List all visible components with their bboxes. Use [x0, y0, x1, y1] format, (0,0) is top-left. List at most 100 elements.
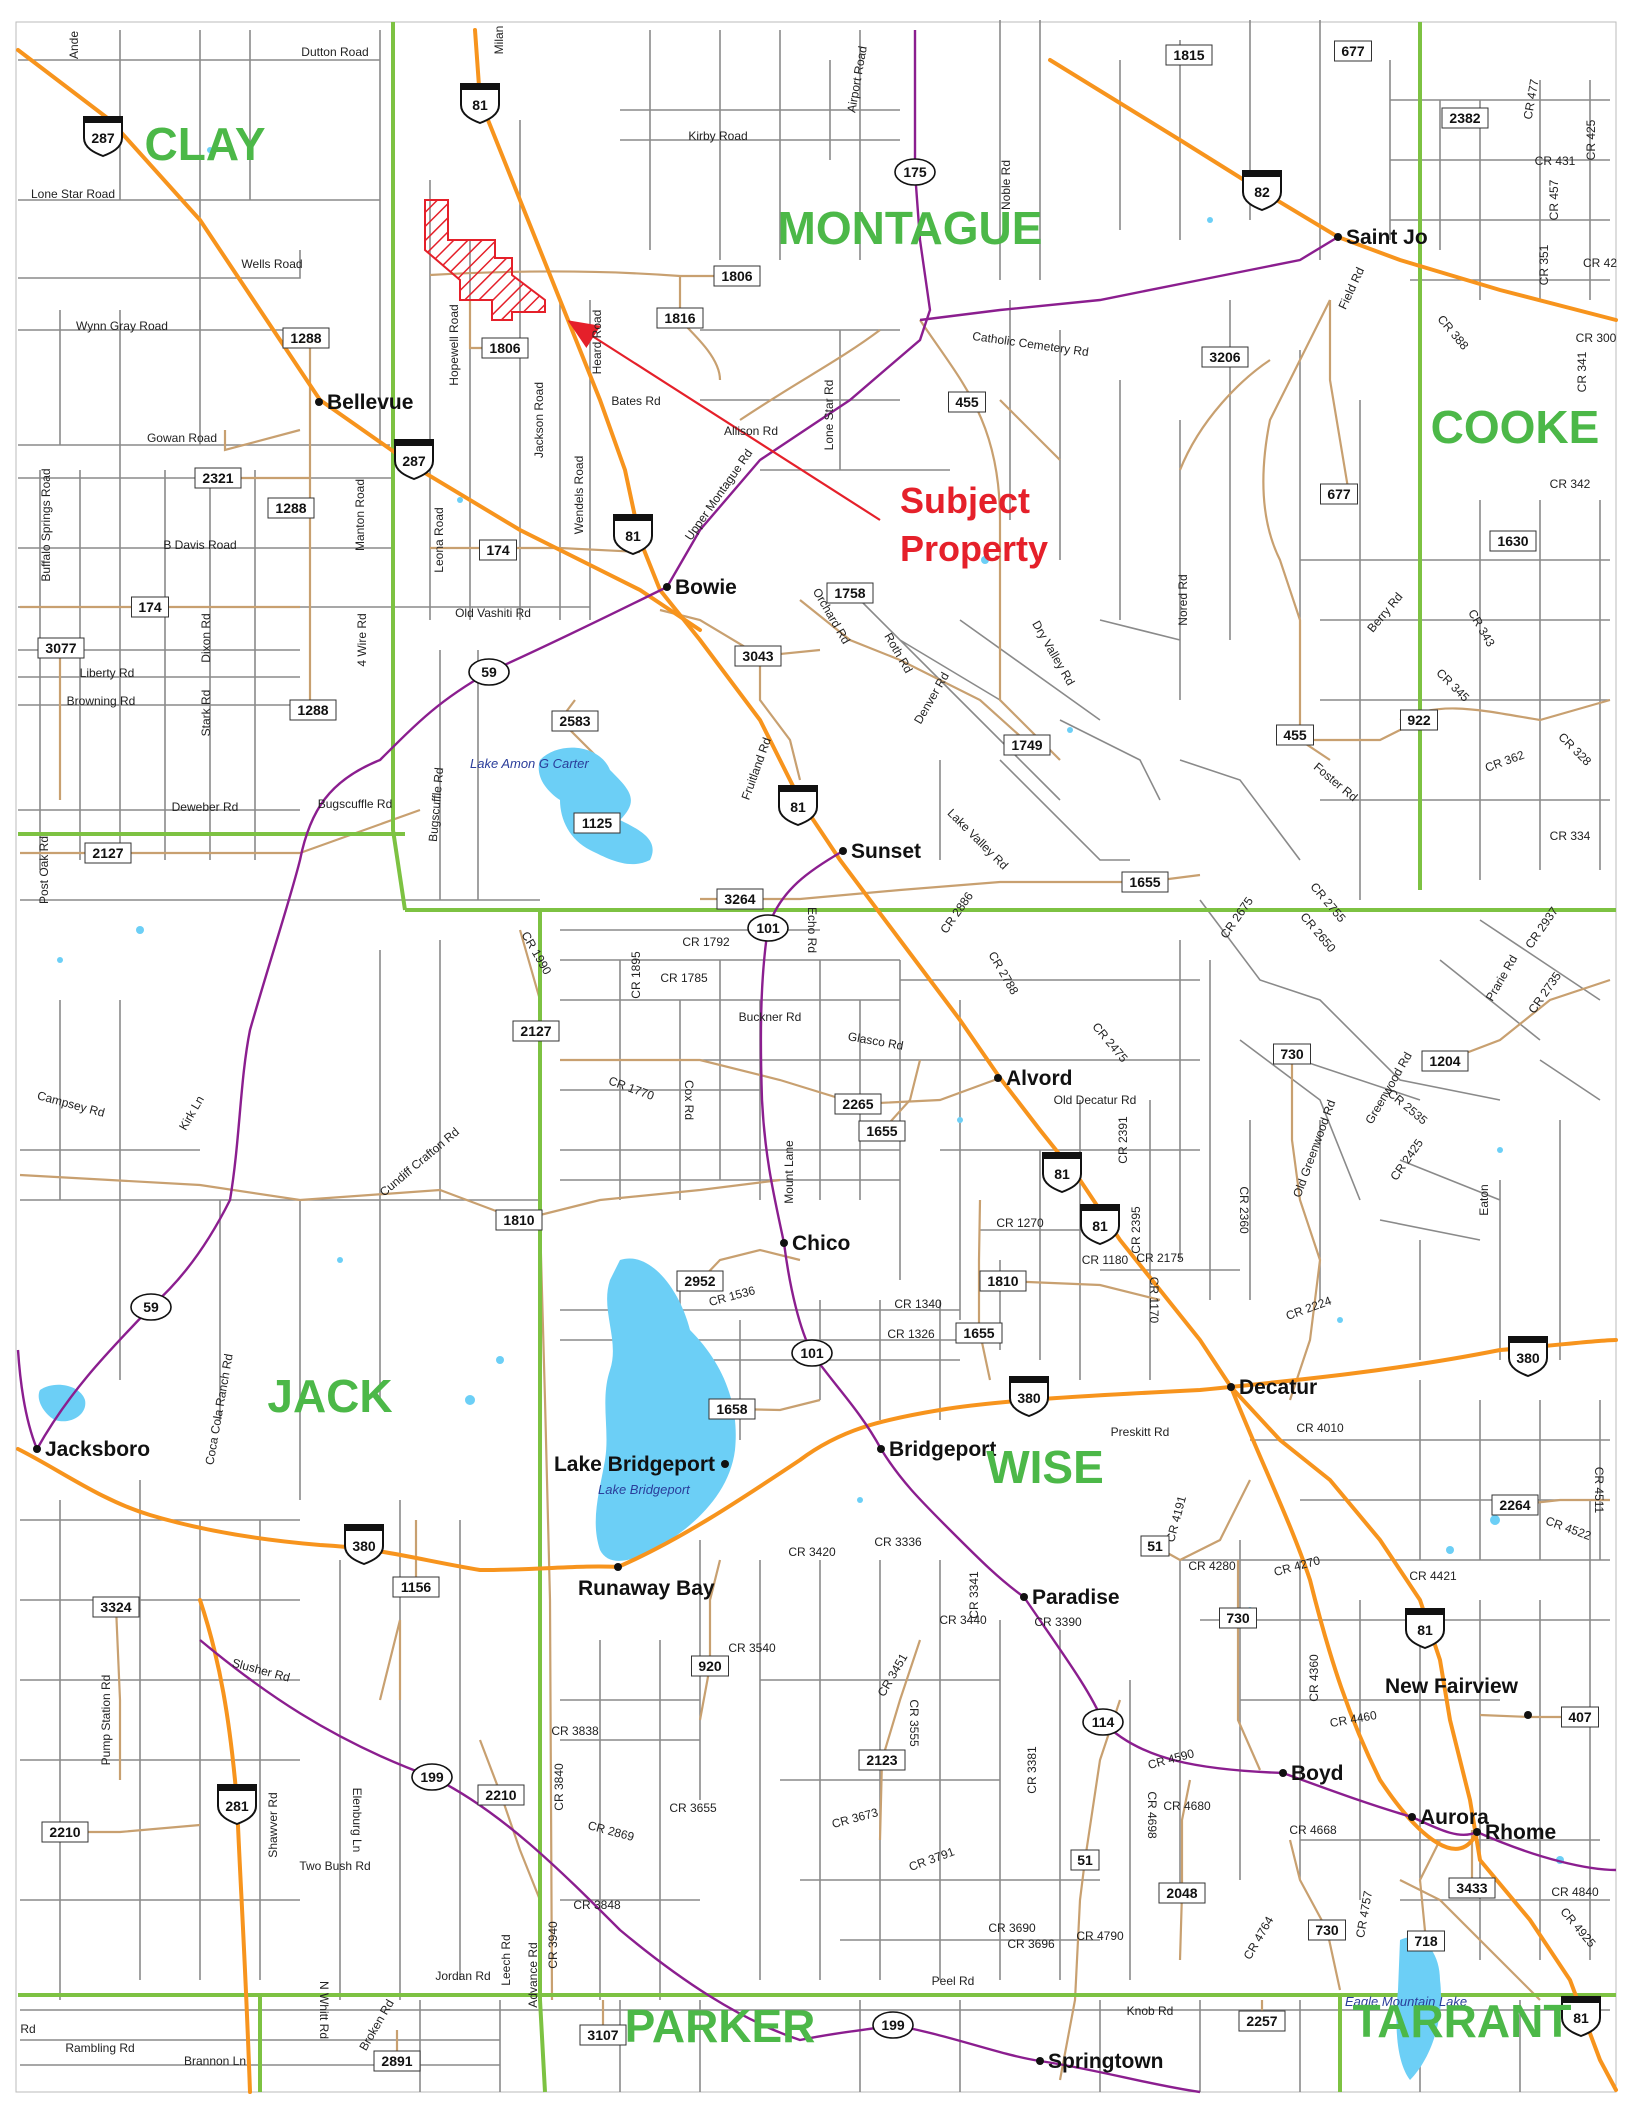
us-shield-shape: [1508, 1336, 1548, 1378]
city-label: Bowie: [675, 576, 737, 599]
fm-road-marker: 455: [948, 391, 986, 413]
fm-road-marker: 1288: [267, 497, 315, 519]
fm-road-marker-box: [282, 327, 330, 349]
fm-road-marker-box: [1121, 871, 1169, 893]
fm-road-number: 2048: [1166, 1885, 1197, 1901]
us-highway-shield-us-287-a: 287: [83, 116, 123, 158]
road-label: Pump Station Rd: [99, 1675, 113, 1766]
city-label: Aurora: [1420, 1806, 1489, 1829]
road-label: CR 3390: [1034, 1615, 1082, 1629]
road-label: CR 1170: [1147, 1277, 1161, 1324]
road-label: Milan: [492, 26, 506, 55]
county-label-parker: PARKER: [625, 2000, 816, 2052]
subject-property-arrow: [567, 320, 881, 521]
fm-road-marker: 3077: [37, 637, 85, 659]
road-label: Dutton Road: [301, 45, 368, 59]
city-label: Saint Jo: [1346, 226, 1428, 249]
us-highway-shield-us-81-g: 81: [1561, 1996, 1601, 2038]
fm-road-marker-box: [37, 637, 85, 659]
city-dot: [614, 1563, 622, 1571]
city-bowie: Bowie: [663, 576, 737, 599]
us-shield-number: 81: [790, 799, 806, 815]
road-label: Shawver Rd: [266, 1792, 280, 1857]
us-shield-band: [1243, 171, 1281, 177]
state-shield-oval: [791, 1339, 833, 1367]
fm-road-marker-box: [1320, 483, 1358, 505]
state-shield-number: 101: [756, 920, 780, 936]
us-highway-shield-us-81-f: 81: [1405, 1608, 1445, 1650]
water-bodies: [38, 147, 1564, 2080]
road-label: CR 1895: [629, 951, 643, 999]
us-shield-band: [84, 117, 122, 123]
fm-road-marker: 730: [1219, 1607, 1257, 1629]
road-label: 4 Wire Rd: [355, 613, 369, 666]
city-label: Jacksboro: [45, 1438, 150, 1461]
county-label-montague: MONTAGUE: [778, 202, 1043, 254]
fm-road-number: 455: [1283, 727, 1307, 743]
state-shield-oval: [1082, 1708, 1124, 1736]
fm-road-marker: 920: [691, 1655, 729, 1677]
fm-road-marker-box: [495, 1209, 543, 1231]
fm-road-marker: 677: [1334, 40, 1372, 62]
fm-road-number: 3264: [724, 891, 755, 907]
state-shield-number: 199: [881, 2017, 905, 2033]
us-shield-shape: [217, 1784, 257, 1826]
road-label: Gowan Road: [147, 431, 217, 445]
lake-label-eagle-mountain-lake: Eagle Mountain Lake: [1345, 1994, 1467, 2009]
fm-road-number: 2127: [520, 1023, 551, 1039]
city-label: Runaway Bay: [578, 1577, 715, 1600]
city-jacksboro: Jacksboro: [33, 1438, 150, 1461]
fm-road-marker: 2583: [551, 710, 599, 732]
road-label: CR 2175: [1136, 1251, 1184, 1265]
us-shield-band: [1406, 1609, 1444, 1615]
city-decatur: Decatur: [1227, 1376, 1317, 1399]
fm-road-number: 2952: [684, 1273, 715, 1289]
fm-road-marker-box: [955, 1322, 1003, 1344]
fm-road-marker-box: [551, 710, 599, 732]
road-label: CR 4790: [1076, 1929, 1124, 1943]
fm-road-marker-box: [477, 1784, 525, 1806]
fm-road-marker-box: [1308, 1919, 1346, 1941]
road-label: Hopewell Road: [447, 304, 461, 385]
fm-road-marker: 407: [1561, 1706, 1599, 1728]
us-shield-number: 81: [1054, 1166, 1070, 1182]
city-sunset: Sunset: [839, 840, 921, 863]
fm-road-marker: 1156: [392, 1576, 440, 1598]
city-label: Alvord: [1006, 1067, 1073, 1090]
fm-road-number: 3324: [100, 1599, 131, 1615]
county-label-tarrant: TARRANT: [1353, 1995, 1572, 2047]
road-label: Jordan Rd: [435, 1969, 490, 1983]
fm-road-marker: 1288: [289, 699, 337, 721]
sh-59-west: [16, 1349, 39, 1450]
city-dot: [1227, 1383, 1235, 1391]
road-label: Manton Road: [353, 479, 367, 551]
fm-road-marker: 51: [1140, 1535, 1170, 1557]
state-highway-shield-sh-199-b: 199: [872, 2011, 914, 2039]
road-label: CR 342: [1550, 477, 1591, 491]
road-label: Old Decatur Rd: [1054, 1093, 1137, 1107]
city-lake-bridgeport: Lake Bridgeport: [554, 1453, 729, 1476]
us-highway-shield-us-81-e: 81: [1080, 1204, 1120, 1246]
road-label: Lone Star Road: [31, 187, 115, 201]
road-label: Wells Road: [241, 257, 302, 271]
road-label: Echo Rd: [805, 907, 819, 953]
road-label: CR 1180: [1082, 1253, 1129, 1267]
road-label: CR 431: [1535, 154, 1576, 168]
road-label: CR 3838: [551, 1724, 599, 1738]
road-label: CR 3540: [728, 1641, 776, 1655]
fm-road-marker: 2265: [834, 1093, 882, 1115]
fm-road-marker-box: [1201, 346, 1249, 368]
fm-road-marker: 3107: [579, 2024, 627, 2046]
us-highway-shield-us-287-b: 287: [394, 439, 434, 481]
fm-road-number: 1749: [1011, 737, 1042, 753]
fm-road-marker: 3433: [1448, 1877, 1496, 1899]
subject-property-label-line2: Property: [900, 528, 1048, 569]
fm-road-marker-box: [267, 497, 315, 519]
road-label: CR 42: [1583, 256, 1617, 270]
us-shield-number: 81: [1573, 2010, 1589, 2026]
city-saint-jo: Saint Jo: [1334, 226, 1428, 249]
us-shield-number: 81: [1417, 1622, 1433, 1638]
subject-property-parcel: [424, 199, 546, 321]
